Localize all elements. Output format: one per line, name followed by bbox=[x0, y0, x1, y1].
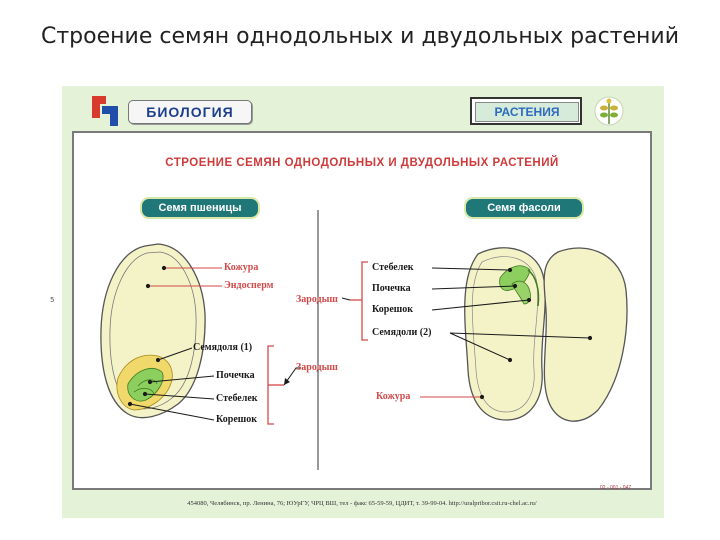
plant-emblem-icon bbox=[595, 97, 623, 125]
topic-box: РАСТЕНИЯ bbox=[470, 97, 582, 125]
bean-label-coat: Кожура bbox=[376, 391, 410, 403]
bean-label-root: Корешок bbox=[372, 304, 413, 316]
footer-address: 454080, Челябинск, пр. Ленина, 76; ЮУрГУ… bbox=[72, 500, 652, 507]
wheat-title-pill: Семя пшеницы bbox=[140, 197, 260, 219]
brand-box: БИОЛОГИЯ bbox=[128, 100, 252, 124]
wheat-label-cotyledon: Семядоля (1) bbox=[193, 342, 252, 354]
logo-icon bbox=[92, 96, 118, 126]
main-heading: СТРОЕНИЕ СЕМЯН ОДНОДОЛЬНЫХ И ДВУДОЛЬНЫХ … bbox=[72, 157, 652, 169]
wheat-label-root: Корешок bbox=[216, 414, 257, 426]
topic-text: РАСТЕНИЯ bbox=[475, 102, 579, 122]
wheat-seed bbox=[101, 244, 205, 418]
embryo-label-bottom: Зародыш bbox=[296, 362, 338, 374]
wheat-embryo-bracket bbox=[268, 346, 284, 424]
bean-embryo-bracket bbox=[350, 262, 368, 340]
embryo-label-top: Зародыш bbox=[296, 294, 338, 306]
wheat-label-coat: Кожура bbox=[224, 262, 258, 274]
catalog-code: 02 - 001 - 047 bbox=[600, 485, 631, 491]
wheat-label-endosperm: Эндосперм bbox=[224, 280, 273, 292]
brand-text: БИОЛОГИЯ bbox=[129, 101, 251, 123]
bean-title-pill: Семя фасоли bbox=[464, 197, 584, 219]
bean-label-cotyledons: Семядоли (2) bbox=[372, 327, 431, 339]
wheat-label-bud: Почечка bbox=[216, 370, 255, 382]
wheat-label-stem: Стебелек bbox=[216, 393, 258, 405]
bean-label-bud: Почечка bbox=[372, 283, 411, 295]
bean-label-stem: Стебелек bbox=[372, 262, 414, 274]
